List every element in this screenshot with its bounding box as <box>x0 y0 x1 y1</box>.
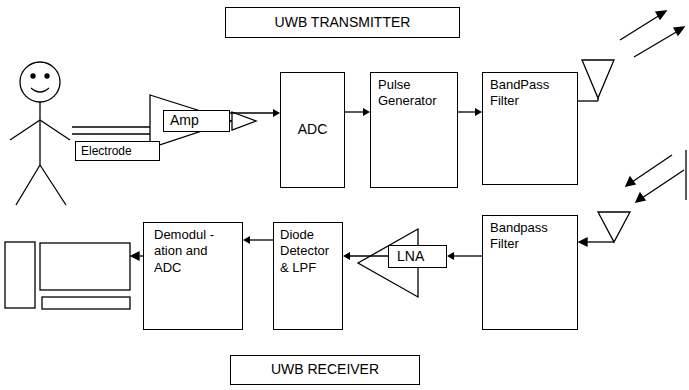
amplifier-symbol <box>150 95 232 148</box>
arrow-head <box>656 11 666 19</box>
process-box: Pulse Generator <box>370 72 458 188</box>
process-box: Demodul -ation and ADC <box>143 222 243 330</box>
connector-line <box>230 112 273 113</box>
signal-arrow <box>230 109 280 117</box>
electrode-lead <box>72 133 156 134</box>
arrow-head <box>273 109 280 117</box>
amplifier-box: Amp <box>163 110 230 132</box>
connector-line <box>250 239 273 240</box>
node-label: UWB RECEIVER <box>271 361 379 379</box>
arrow-head <box>243 236 250 244</box>
heading-box: UWB TRANSMITTER <box>225 7 460 38</box>
person-leg <box>40 165 66 205</box>
node-label: BandPass Filter <box>490 77 550 110</box>
node-label: Pulse Generator <box>378 77 450 110</box>
connector-line <box>454 255 482 256</box>
arrow-head <box>447 252 454 260</box>
signal-arrow <box>458 108 482 116</box>
antenna-feed <box>578 100 598 101</box>
person-arm <box>40 120 70 140</box>
arrow-head <box>343 252 350 260</box>
electrode-box: Electrode <box>75 141 160 161</box>
node-label: LNA <box>397 248 424 266</box>
radiation-arrow <box>620 15 660 40</box>
connector-line <box>345 111 363 112</box>
heading-box: UWB RECEIVER <box>230 355 420 385</box>
person-head <box>20 62 60 102</box>
process-box: ADC <box>280 72 345 188</box>
electrode-lead <box>72 126 156 127</box>
person-arm <box>10 120 40 140</box>
arrow-head <box>674 27 684 35</box>
signal-arrow <box>343 252 388 260</box>
connector-line <box>458 111 475 112</box>
computer-monitor <box>40 243 130 290</box>
node-label: Amp <box>170 112 199 130</box>
antenna-symbol <box>582 60 614 98</box>
signal-arrow <box>243 236 273 244</box>
computer-tower <box>5 242 35 308</box>
arrow-head <box>363 108 370 116</box>
amplifier-box: LNA <box>388 245 447 268</box>
node-label: Diode Detector & LPF <box>280 227 336 276</box>
arrow-head <box>579 238 587 246</box>
process-box: Diode Detector & LPF <box>273 222 343 330</box>
radiation-arrow <box>634 31 678 57</box>
arrow-head <box>636 193 645 202</box>
node-label: UWB TRANSMITTER <box>275 14 411 32</box>
arrow-head <box>626 177 635 186</box>
filter-box: BandPass Filter <box>482 72 578 185</box>
radiation-arrow <box>642 170 684 198</box>
node-label: Bandpass Filter <box>490 220 550 253</box>
person-body <box>39 102 40 165</box>
arrow-head <box>131 252 139 260</box>
person-eye <box>45 74 49 78</box>
filter-box: Bandpass Filter <box>482 215 578 330</box>
antenna-feed <box>586 241 614 242</box>
signal-arrow <box>447 252 482 260</box>
signal-arrow <box>345 108 370 116</box>
computer-keyboard <box>42 297 130 309</box>
person-leg <box>16 165 40 205</box>
node-label: Demodul -ation and ADC <box>154 227 214 276</box>
antenna-symbol <box>598 212 630 242</box>
person-mouth <box>31 88 49 92</box>
radiation-arrow <box>685 150 686 200</box>
radiation-arrow <box>632 155 672 182</box>
node-label: Electrode <box>81 144 132 159</box>
person-eye <box>31 74 35 78</box>
node-label: ADC <box>298 121 328 139</box>
connector-line <box>350 255 388 256</box>
arrow-head <box>475 108 482 116</box>
amplifier-symbol <box>232 112 256 130</box>
